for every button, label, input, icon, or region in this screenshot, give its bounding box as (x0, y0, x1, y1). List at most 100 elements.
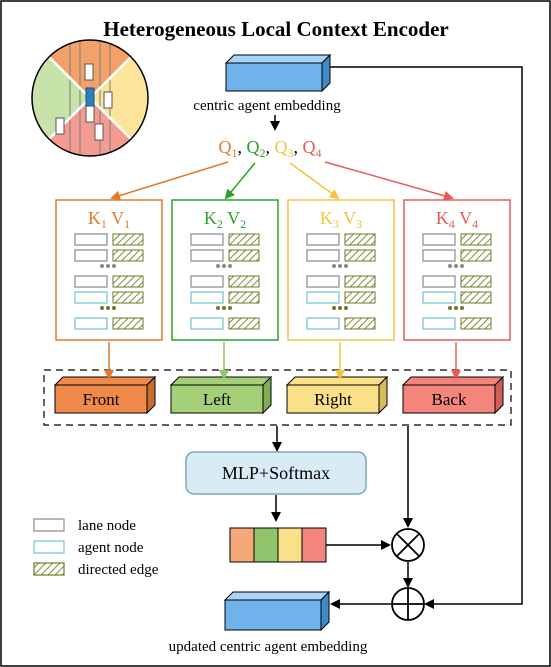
attention-weight-cell (253, 527, 279, 563)
agent-node (190, 317, 224, 330)
directed-edge (344, 233, 376, 246)
q3-arrow (289, 162, 340, 200)
agent-node (422, 317, 456, 330)
direction-block-front: Front (53, 375, 157, 415)
kv-box-4: K4 V4 (403, 199, 511, 341)
ellipsis-dot (448, 264, 452, 268)
directed-edge (112, 291, 144, 304)
query-separator: , (266, 137, 275, 157)
ellipsis-dot (448, 306, 452, 310)
kv-box-3: K3 V3 (287, 199, 395, 341)
attention-weights-bar (229, 527, 327, 563)
direction-group-dashed-box (43, 369, 512, 426)
query-subscript: 3 (288, 146, 294, 160)
ellipsis-dot (112, 306, 116, 310)
ellipsis-dot (222, 264, 226, 268)
agent-node (74, 291, 108, 304)
directed-edge (344, 275, 376, 288)
lane-node (306, 275, 340, 288)
scene-circle-border (31, 39, 149, 157)
ellipsis-dot (338, 306, 342, 310)
legend-swatch-agent (33, 540, 65, 554)
legend-label: directed edge (78, 562, 159, 578)
query-3: Q (275, 137, 288, 157)
directed-edge (344, 291, 376, 304)
scene-illustration (32, 40, 148, 156)
directed-edge (344, 249, 376, 262)
ellipsis-dot (454, 306, 458, 310)
directed-edge (344, 317, 376, 330)
ellipsis-dot (228, 264, 232, 268)
agent-node (74, 317, 108, 330)
ellipsis-dot (460, 264, 464, 268)
updated-embedding-label: updated centric agent embedding (169, 639, 368, 655)
mlp-softmax-label: MLP+Softmax (222, 463, 330, 483)
agent-node (306, 317, 340, 330)
query-subscript: 1 (232, 146, 238, 160)
ellipsis-dot (106, 306, 110, 310)
kv-boxes: K1 V1 K2 V2 K3 V3 K4 V4 (55, 199, 511, 341)
ellipsis-dot (454, 264, 458, 268)
kv-box-label: K4 V4 (436, 208, 478, 231)
centric-embedding-label: centric agent embedding (193, 98, 341, 114)
direction-blocks: Front Left Right Back (53, 375, 505, 415)
mlp-softmax-box (185, 451, 367, 495)
directed-edge (112, 275, 144, 288)
attention-weight-cell (229, 527, 255, 563)
residual-connection-arrow (330, 66, 523, 609)
ellipsis-dot (100, 306, 104, 310)
kv-box-1: K1 V1 (55, 199, 163, 341)
legend-label: agent node (78, 540, 144, 556)
direction-block-left: Left (169, 375, 273, 415)
directed-edge (112, 317, 144, 330)
legend: lane node agent node directed edge (33, 518, 159, 578)
agent-node (190, 291, 224, 304)
direction-block-label: Right (314, 390, 352, 409)
ellipsis-dot (112, 264, 116, 268)
kv-box-2: K2 V2 (171, 199, 279, 341)
legend-label: lane node (78, 518, 136, 534)
updated-embedding-block (223, 590, 331, 632)
lane-node (74, 233, 108, 246)
ellipsis-dot (106, 264, 110, 268)
kv-box-label: K3 V3 (320, 208, 362, 231)
ellipsis-dot (460, 306, 464, 310)
q4-arrow (324, 161, 454, 201)
multiply-operator (391, 528, 425, 562)
directed-edge (228, 317, 260, 330)
lane-node (190, 249, 224, 262)
directed-edge (228, 233, 260, 246)
directed-edge (460, 291, 492, 304)
legend-swatch-lane (33, 518, 65, 532)
lane-node (74, 249, 108, 262)
ellipsis-dot (228, 306, 232, 310)
query-2: Q (247, 137, 260, 157)
directed-edge (228, 249, 260, 262)
directed-edge (460, 317, 492, 330)
legend-swatch-edge (33, 562, 65, 576)
query-4: Q (303, 137, 316, 157)
agent-node (306, 291, 340, 304)
direction-block-back: Back (401, 375, 505, 415)
kv-box-label: K2 V2 (204, 208, 246, 231)
query-1: Q (219, 137, 232, 157)
add-operator (391, 587, 425, 621)
kv-box-label: K1 V1 (88, 208, 130, 231)
lane-node (306, 249, 340, 262)
query-subscript: 4 (316, 146, 322, 160)
lane-node (306, 233, 340, 246)
q2-arrow (224, 162, 256, 200)
query-separator: , (238, 137, 247, 157)
ellipsis-dot (338, 264, 342, 268)
direction-block-right: Right (285, 375, 389, 415)
centric-embedding-block (224, 53, 332, 93)
direction-block-label: Front (83, 390, 120, 409)
directed-edge (460, 249, 492, 262)
attention-weight-cell (301, 527, 327, 563)
direction-block-label: Left (203, 390, 232, 409)
lane-node (190, 275, 224, 288)
query-subscript: 2 (260, 146, 266, 160)
lane-node (422, 275, 456, 288)
ellipsis-dot (100, 264, 104, 268)
query-separator: , (294, 137, 303, 157)
